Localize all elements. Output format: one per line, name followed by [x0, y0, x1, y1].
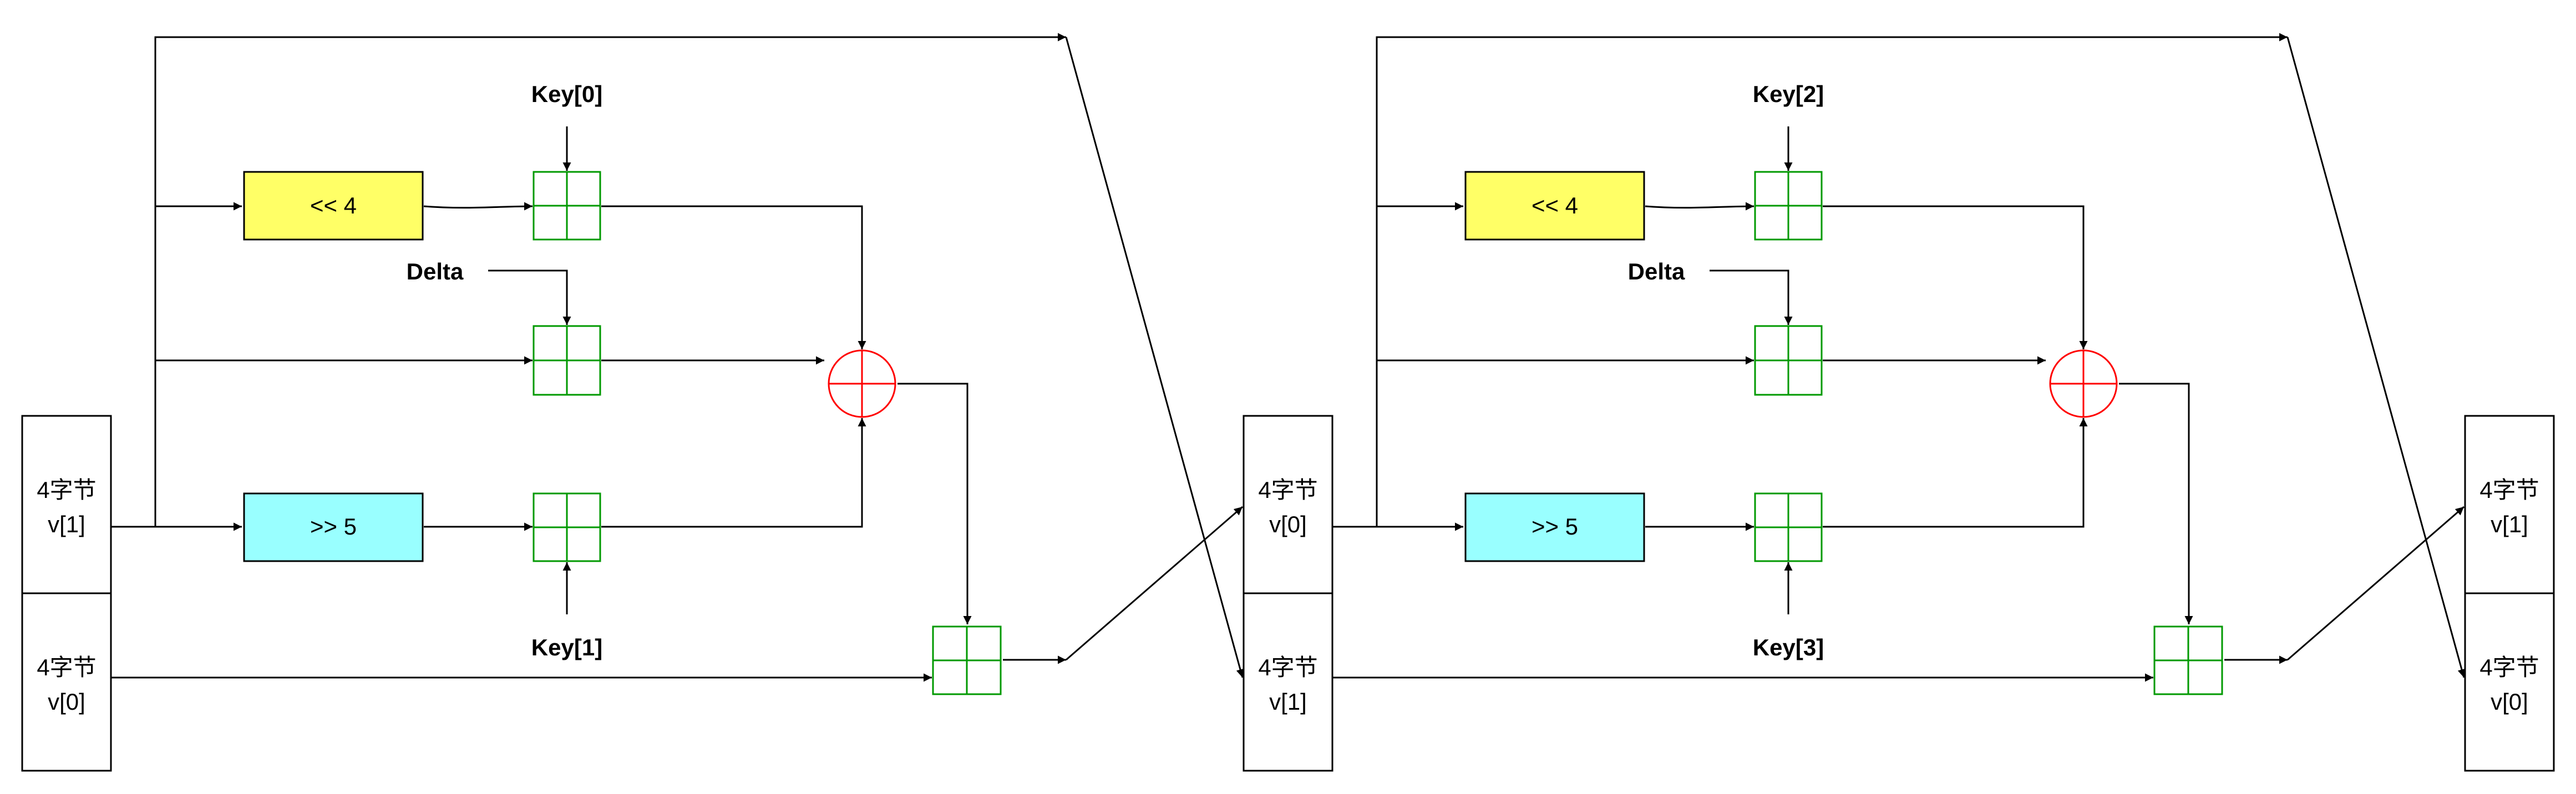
round-1-adder-key0 — [533, 171, 601, 241]
round-2-wires — [1332, 33, 2466, 682]
round-2-delta-label: Delta — [1628, 258, 1685, 284]
round-2-adder-delta — [1754, 325, 1823, 396]
round-2-shift-left-box: << 4 — [1464, 171, 1645, 241]
input-v1-name: v[1] — [48, 511, 85, 537]
round-1-shift-right-label: >> 5 — [310, 513, 357, 539]
round-2-key-bottom-label: Key[3] — [1753, 634, 1824, 660]
round-1-wires — [111, 33, 1245, 682]
round-1-key-top-label: Key[0] — [531, 81, 602, 107]
input-v0-size: 4字节 — [37, 654, 96, 680]
round-1-input-register: 4字节 v[1] 4字节 v[0] — [21, 415, 112, 772]
middle-v0-size: 4字节 — [1258, 477, 1317, 503]
round-1-adder-final — [932, 625, 1002, 695]
round-2-xor — [2049, 349, 2118, 418]
middle-v0-name: v[0] — [1269, 511, 1307, 537]
round-2-adder-final — [2153, 625, 2223, 695]
round-1-xor — [828, 349, 896, 418]
round-1-delta-label: Delta — [407, 258, 464, 284]
round-2-key-top-label: Key[2] — [1753, 81, 1824, 107]
round-1-shift-right-box: >> 5 — [243, 492, 424, 562]
round-1-shift-left-box: << 4 — [243, 171, 424, 241]
round-2-adder-key3 — [1754, 492, 1823, 562]
middle-v1-size: 4字节 — [1258, 654, 1317, 680]
round-1-adder-key1 — [533, 492, 601, 562]
output-v1-size: 4字节 — [2479, 477, 2539, 503]
middle-register: 4字节 v[0] 4字节 v[1] — [1243, 415, 1333, 772]
round-1-key-bottom-label: Key[1] — [531, 634, 602, 660]
round-2-shift-right-label: >> 5 — [1532, 513, 1578, 539]
output-register: 4字节 v[1] 4字节 v[0] — [2464, 415, 2555, 772]
input-v0-name: v[0] — [48, 689, 85, 715]
round-1: 4字节 v[1] 4字节 v[0] << 4 >> 5 Key[0] Delta… — [21, 33, 1245, 772]
output-v0-size: 4字节 — [2479, 654, 2539, 680]
round-2-shift-left-label: << 4 — [1532, 192, 1578, 218]
middle-v1-name: v[1] — [1269, 689, 1307, 715]
output-v1-name: v[1] — [2491, 511, 2528, 537]
round-1-shift-left-label: << 4 — [310, 192, 357, 218]
round-2-adder-key2 — [1754, 171, 1823, 241]
output-v0-name: v[0] — [2491, 689, 2528, 715]
round-1-adder-delta — [533, 325, 601, 396]
round-2: << 4 >> 5 Key[2] Delta Key[3] — [1332, 33, 2466, 695]
input-v1-size: 4字节 — [37, 477, 96, 503]
round-2-shift-right-box: >> 5 — [1464, 492, 1645, 562]
